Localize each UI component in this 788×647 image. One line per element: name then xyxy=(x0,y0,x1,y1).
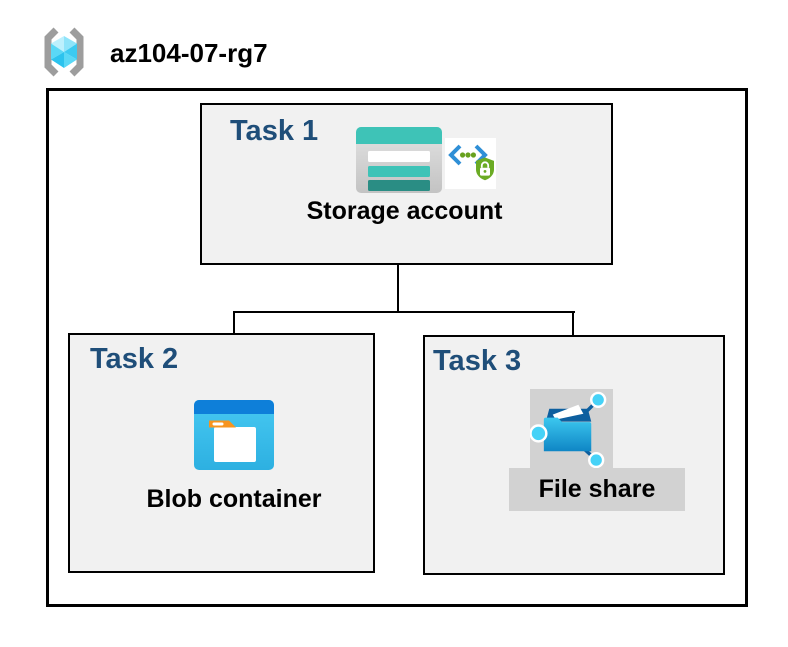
file-share-icon xyxy=(530,389,613,468)
storage-account-label: Storage account xyxy=(306,197,503,225)
sas-shield-icon xyxy=(445,138,496,189)
resource-group-icon xyxy=(36,24,92,80)
storage-account-icon xyxy=(356,127,442,193)
task2-label: Task 2 xyxy=(90,343,179,375)
task3-label: Task 3 xyxy=(433,345,522,377)
file-share-label: File share xyxy=(509,468,685,511)
resource-group-name: az104-07-rg7 xyxy=(110,38,268,68)
connector-horizontal xyxy=(233,311,575,313)
blob-container-icon xyxy=(194,400,274,470)
connector-storage-down xyxy=(397,265,399,313)
file-share-icon-highlight xyxy=(530,389,613,468)
blob-container-label: Blob container xyxy=(146,485,322,513)
task1-label: Task 1 xyxy=(230,115,319,147)
